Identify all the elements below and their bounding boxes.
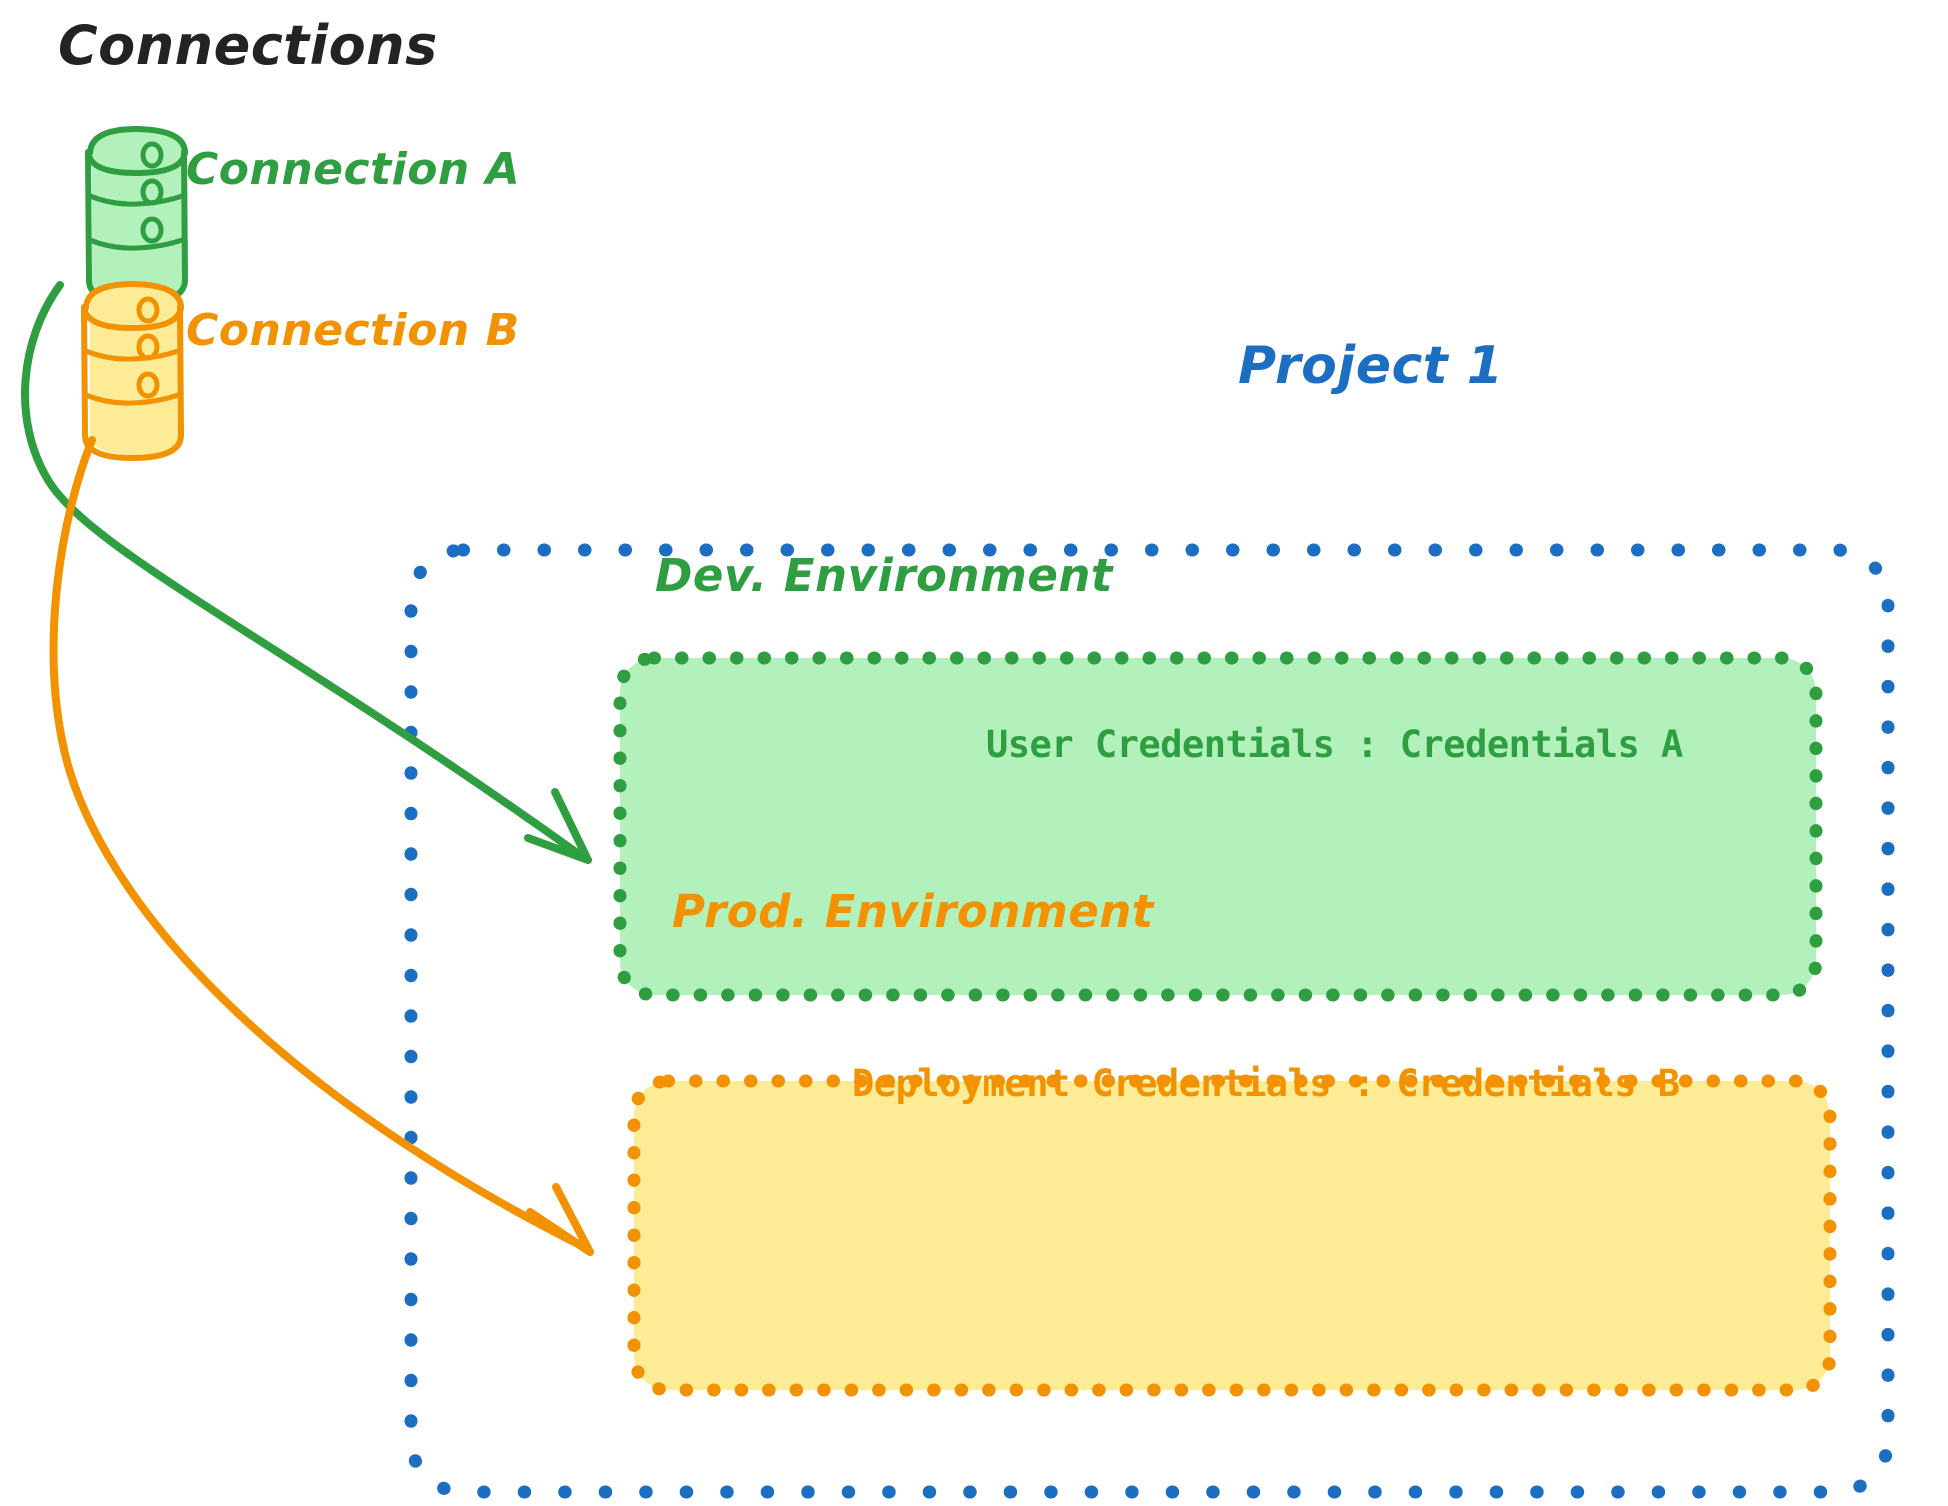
connection-a-label[interactable]: Connection A	[186, 144, 521, 195]
dev-environment-credentials: User Credentials : Credentials A	[986, 723, 1683, 766]
prod-environment-box[interactable]	[634, 1081, 1830, 1390]
dev-environment-box[interactable]	[620, 658, 1816, 995]
connection-a-database-icon[interactable]	[85, 125, 189, 307]
prod-environment-title: Prod. Environment	[672, 885, 1154, 938]
prod-environment-credentials: Deployment Credentials : Credentials B	[852, 1062, 1680, 1105]
connection-b-database-icon[interactable]	[81, 280, 185, 462]
page-title: Connections	[58, 14, 438, 77]
project-label: Project 1	[1238, 336, 1504, 396]
dev-environment-title: Dev. Environment	[655, 549, 1113, 602]
connection-b-label[interactable]: Connection B	[186, 305, 520, 356]
